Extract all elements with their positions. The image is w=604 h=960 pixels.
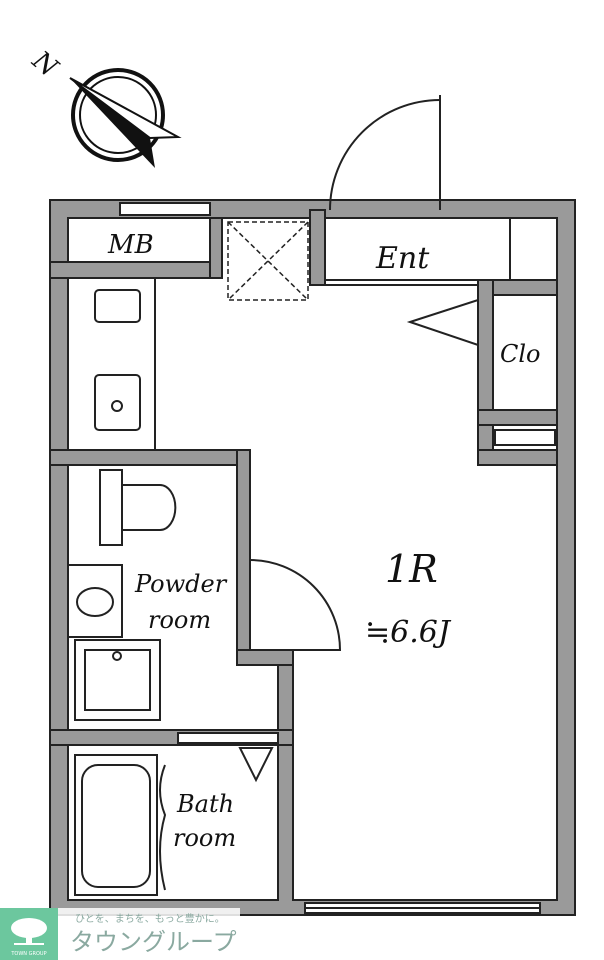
north-label: N — [26, 45, 64, 84]
logo-name: タウングループ — [70, 928, 237, 956]
entrance-door — [324, 95, 558, 286]
kitchen-counter — [67, 277, 156, 451]
logo-tagline: ひとを、まちを、もっと豊かに。 — [75, 912, 225, 925]
room-label-powder-1: Powder — [134, 570, 228, 598]
room-label-entrance: Ent — [375, 241, 430, 276]
room-label-bath-2: room — [173, 824, 236, 852]
room-label-mb: MB — [107, 230, 154, 260]
room-label-closet: Clo — [500, 340, 541, 368]
room-label-powder-2: room — [148, 606, 211, 634]
pipe-shaft — [227, 221, 309, 301]
bathtub — [74, 747, 274, 896]
powder-room-fixtures — [67, 469, 342, 721]
walls — [49, 199, 576, 916]
closet — [406, 294, 558, 411]
room-label-bath-1: Bath — [176, 790, 234, 818]
room-size-main: ≒6.6J — [365, 615, 452, 650]
logo: TOWN GROUP ひとを、まちを、もっと豊かに。 タウングループ — [0, 908, 240, 960]
room-label-main: 1R — [385, 547, 438, 591]
compass-icon: N — [26, 45, 182, 168]
logo-mark-text: TOWN GROUP — [10, 951, 46, 957]
tree-icon — [11, 918, 47, 945]
windows — [119, 202, 556, 914]
